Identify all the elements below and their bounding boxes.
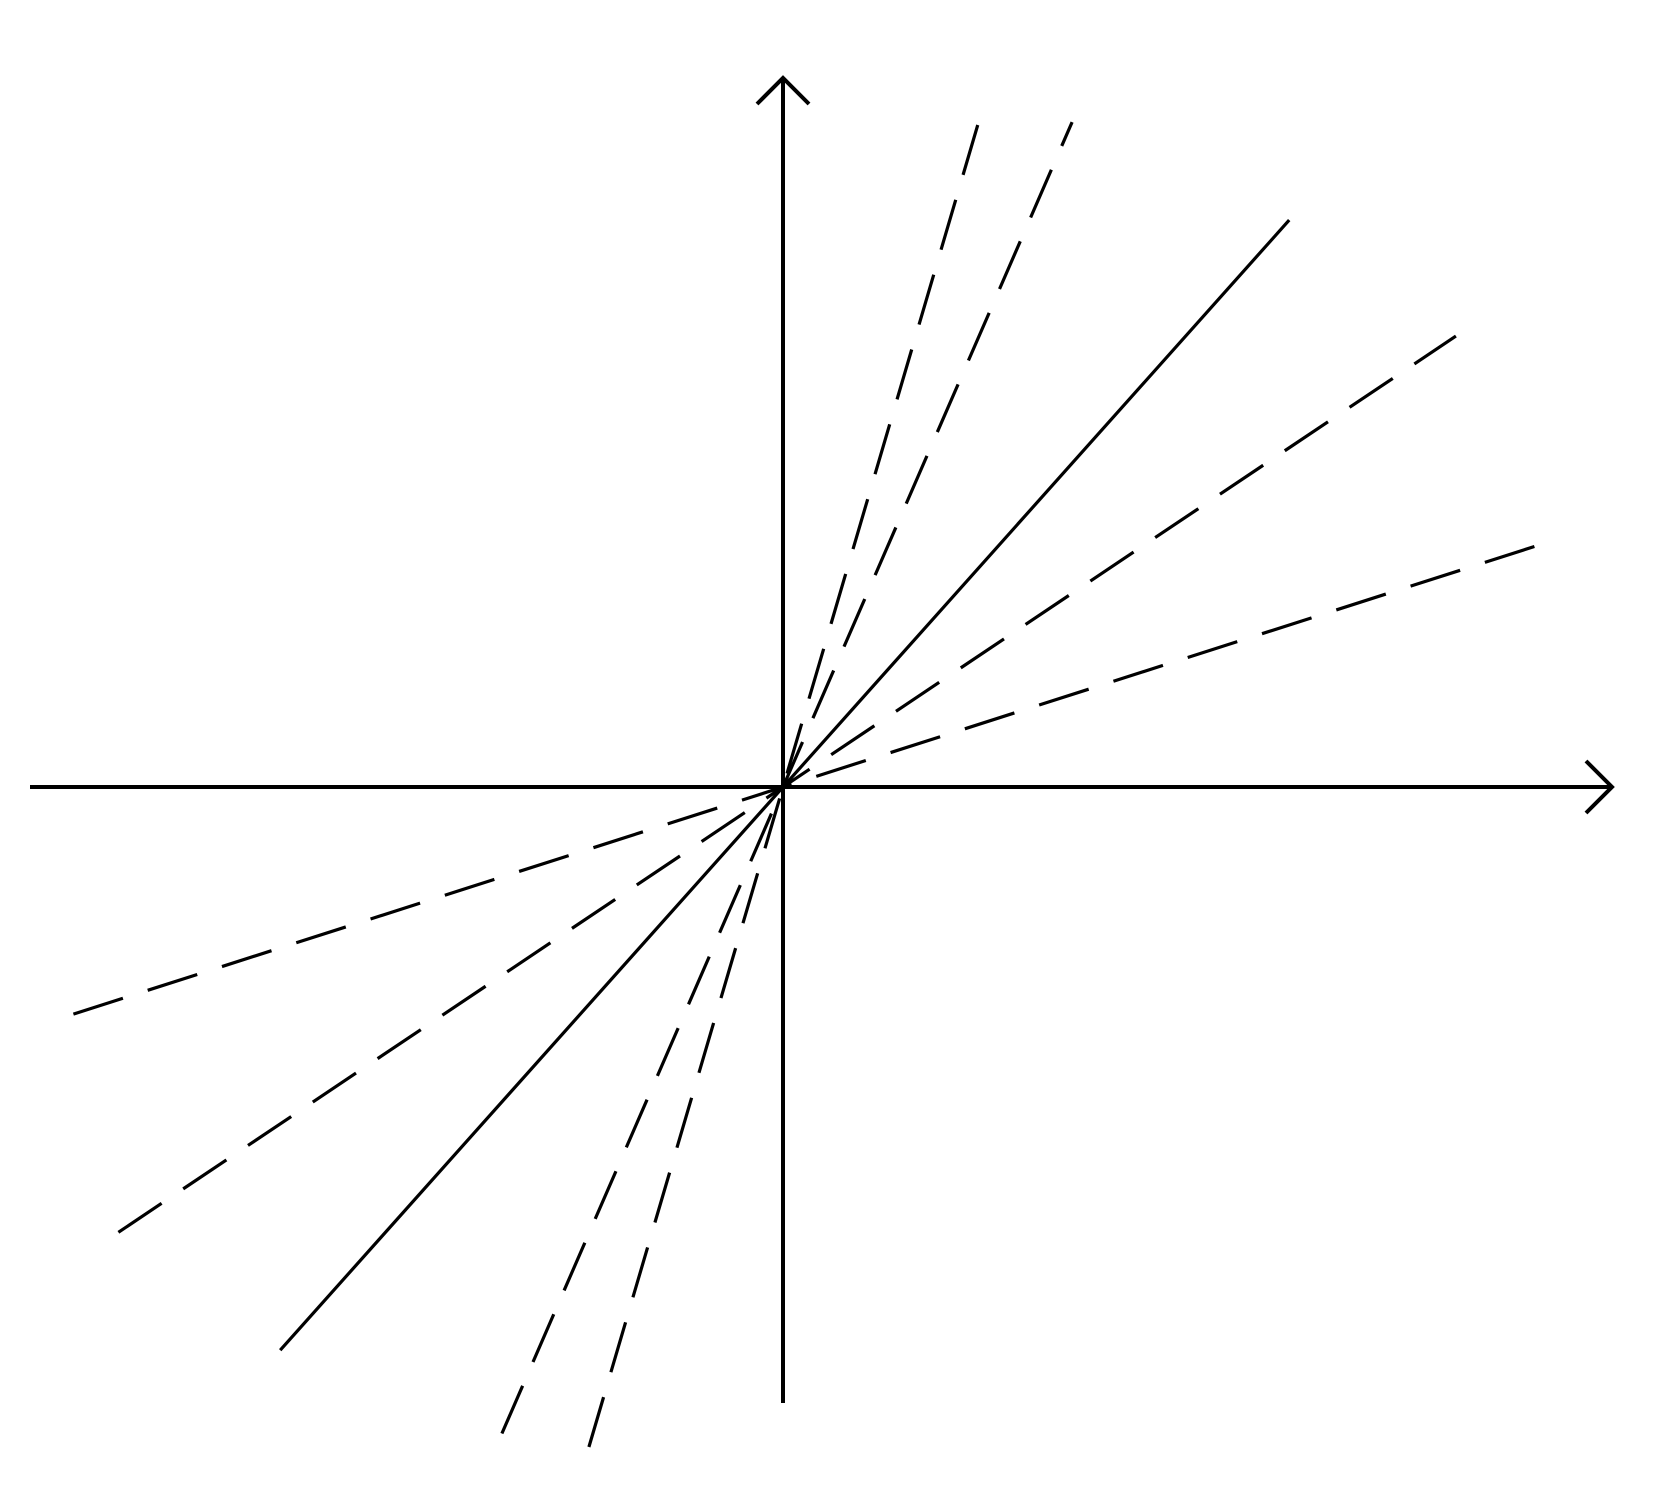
y-axis-arrowhead <box>755 75 811 106</box>
lines-through-origin <box>72 107 1536 1448</box>
x-axis-arrowhead <box>1584 759 1615 815</box>
axes <box>30 75 1615 1403</box>
line-shallow-2 <box>72 544 1536 1016</box>
line-steep-2 <box>500 121 1074 1435</box>
